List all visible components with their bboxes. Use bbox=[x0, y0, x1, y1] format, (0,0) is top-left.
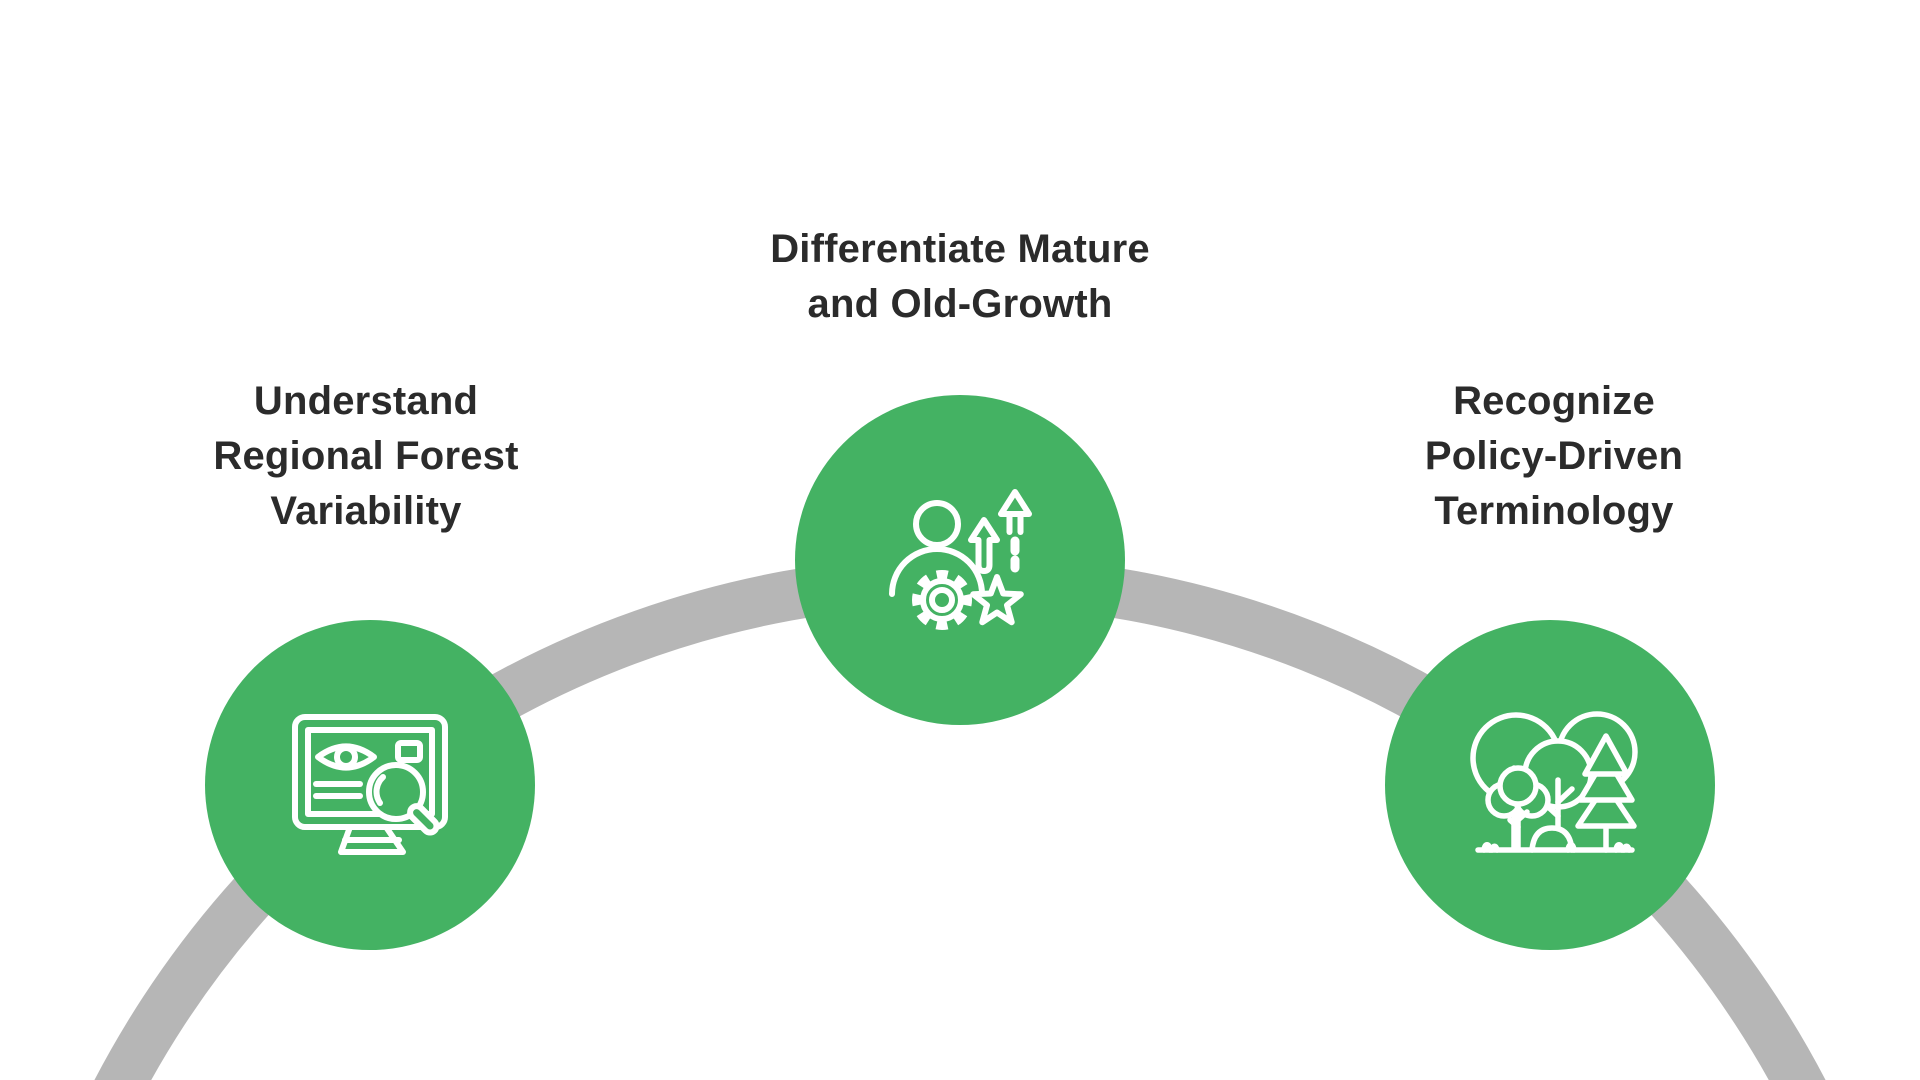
node-label-understand-regional-forest-variability: Understand Regional Forest Variability bbox=[213, 379, 519, 533]
node-circle-understand-regional-forest-variability bbox=[205, 620, 535, 950]
monitor-eye-magnifier-icon bbox=[292, 714, 448, 855]
person-growth-gear-star-icon bbox=[889, 489, 1032, 630]
node-circle-recognize-policy-driven-terminology bbox=[1385, 620, 1715, 950]
node-circle-differentiate-mature-old-growth bbox=[795, 395, 1125, 725]
node-label-differentiate-mature-old-growth: Differentiate Mature and Old-Growth bbox=[770, 227, 1150, 326]
node-label-recognize-policy-driven-terminology: Recognize Policy-Driven Terminology bbox=[1424, 379, 1684, 533]
forest-trees-icon bbox=[1470, 711, 1638, 853]
